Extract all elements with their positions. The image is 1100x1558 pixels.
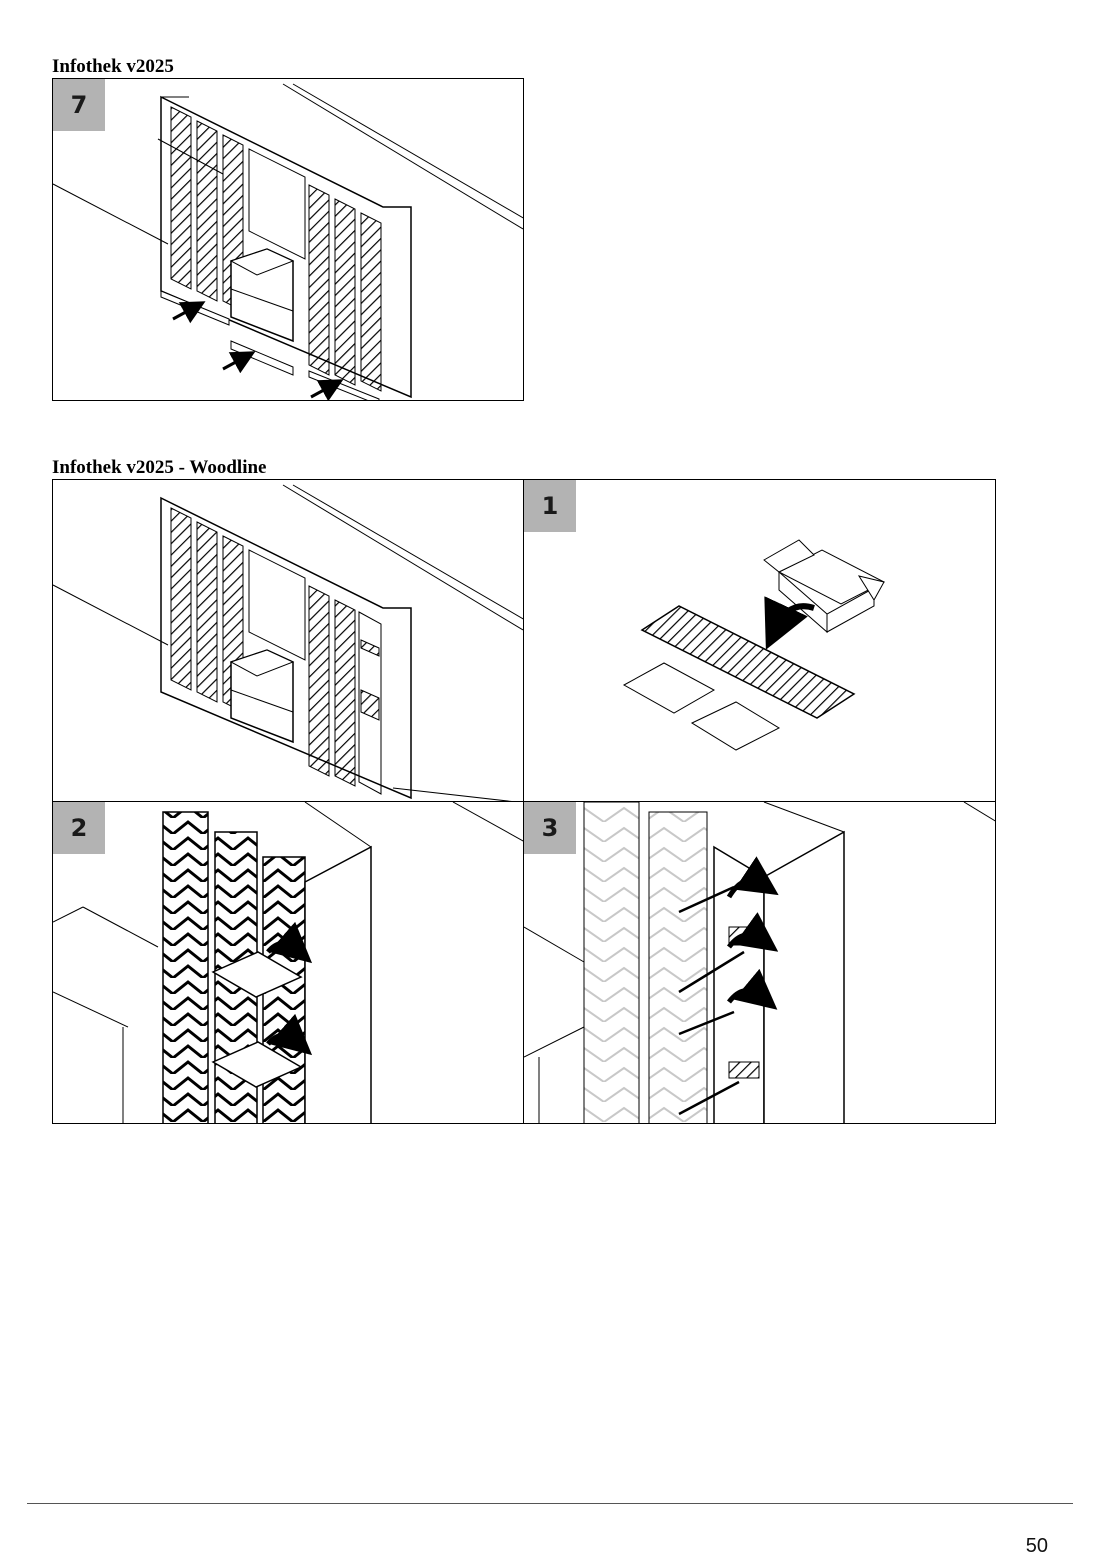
inserting-shelves-illustration bbox=[53, 802, 523, 1123]
fitting-rods-illustration bbox=[524, 802, 995, 1123]
woodline-cabinet-illustration bbox=[53, 484, 523, 801]
step-number-badge: 3 bbox=[524, 802, 576, 854]
cabinet-drawer-illustration bbox=[53, 83, 523, 400]
woodline-panel-step-1: 1 bbox=[523, 479, 996, 802]
step-number-badge: 1 bbox=[524, 480, 576, 532]
section-title-woodline: Infothek v2025 - Woodline bbox=[52, 457, 267, 478]
step-number-badge: 2 bbox=[53, 802, 105, 854]
woodline-overview-panel bbox=[52, 479, 524, 802]
woodline-panel-step-2: 2 bbox=[52, 801, 524, 1124]
unpacking-components-illustration bbox=[622, 539, 886, 751]
assembly-panel-step-7: 7 bbox=[52, 78, 524, 401]
step-number-badge: 7 bbox=[53, 79, 105, 131]
page-number: 50 bbox=[1025, 1535, 1048, 1557]
woodline-panel-step-3: 3 bbox=[523, 801, 996, 1124]
footer-divider bbox=[27, 1503, 1073, 1504]
section-title-infothek: Infothek v2025 bbox=[52, 56, 174, 77]
